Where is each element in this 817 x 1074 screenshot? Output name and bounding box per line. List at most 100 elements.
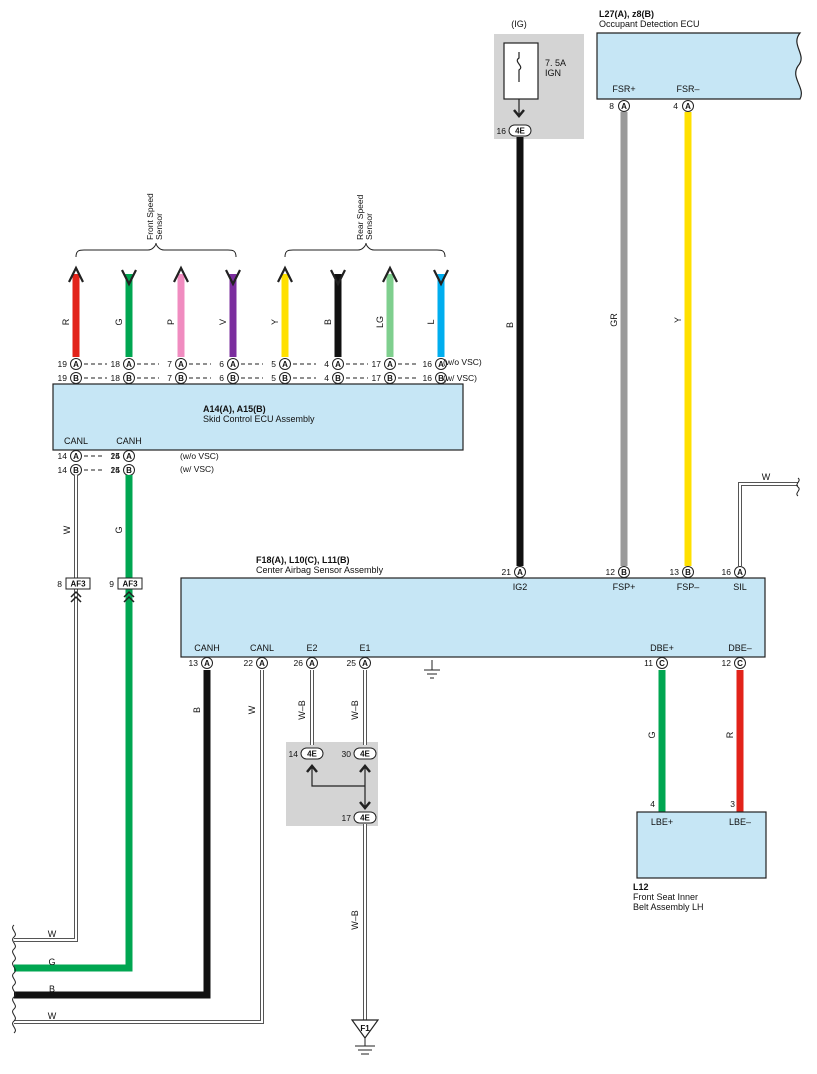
odc-name: Occupant Detection ECU (599, 19, 700, 29)
airbag-fsp-plus-label: FSP+ (613, 582, 636, 592)
sensor-fr-minus-b-pin-letter: B (230, 374, 236, 383)
airbag-fsp-plus-pin (618, 566, 630, 578)
sensor-rr-plus-a-pin-letter: A (387, 360, 393, 369)
airbag-fsp-plus-num: 12 (606, 567, 616, 577)
sensor-rl-minus-b-pin-letter: B (335, 374, 341, 383)
sensor-fr-plus-b-pin-letter: B (178, 374, 184, 383)
airbag-ref: F18(A), L10(C), L11(B) (256, 555, 350, 565)
sensor-rr-plus-arrow-icon (382, 265, 398, 283)
odc-ref: L27(A), z8(B) (599, 9, 654, 19)
fuse-name: IGN (545, 68, 561, 78)
odc-pin-conn-2: A (685, 102, 691, 111)
skid-name: Skid Control ECU Assembly (203, 414, 315, 424)
left-g: G (48, 957, 55, 967)
fuse-rating: 7. 5A (545, 58, 566, 68)
skid-canh-b-pin-letter: B (126, 466, 132, 475)
wire-break-icon (12, 924, 16, 1034)
airbag-canl-label: CANL (250, 643, 274, 653)
airbag-canh-pin-letter: A (204, 659, 210, 668)
sensor-rl-plus-a-pin-letter: A (282, 360, 288, 369)
airbag-sil-pin (734, 566, 746, 578)
belt-pin-num-2: 3 (730, 799, 735, 809)
skid-can-wo-vsc: (w/o VSC) (180, 451, 219, 461)
sensor-rr-plus-color: LG (375, 316, 385, 328)
sensor-fl-plus-a-pin (70, 358, 82, 370)
airbag-sil-label: SIL (733, 582, 747, 592)
sensor-rl-plus-num-b: 5 (271, 373, 276, 383)
sensor-fl-plus-b-pin-letter: B (73, 374, 79, 383)
center-airbag-sensor: F18(A), L10(C), L11(B) Center Airbag Sen… (180, 555, 766, 679)
sensor-rr-minus-b-pin-letter: B (438, 374, 444, 383)
airbag-canh-pin (201, 657, 213, 669)
junction-p3: 17 (342, 813, 352, 823)
odc-pin-conn-1: A (621, 102, 627, 111)
airbag-e2-pin (306, 657, 318, 669)
airbag-dbe-plus-num: 11 (644, 658, 653, 668)
sensor-rl-minus-color: B (323, 319, 333, 325)
sensor-rl-plus-b-pin-letter: B (282, 374, 288, 383)
left-b: B (49, 984, 55, 994)
airbag-dbe-plus-label: DBE+ (650, 643, 674, 653)
af3-conn-1: AF3 (70, 580, 86, 589)
sensor-fr-plus-a-pin (175, 358, 187, 370)
left-bus: W G B W (12, 924, 57, 1034)
airbag-ig2-pin (514, 566, 526, 578)
sensor-rl-minus-a-pin (332, 358, 344, 370)
wire-e1-label: W–B (350, 700, 360, 720)
skid-w-vsc: (w/ VSC) (443, 373, 477, 383)
skid-control-ecu: A14(A), A15(B) Skid Control ECU Assembly… (52, 357, 482, 474)
sensor-fl-minus-num-b: 18 (111, 373, 121, 383)
occupant-detection-ecu: L27(A), z8(B) Occupant Detection ECU FSR… (596, 9, 802, 112)
ground-f1-icon (350, 1019, 380, 1040)
wire-canh-g (14, 475, 133, 972)
odc-pin-label-2: FSR– (676, 84, 699, 94)
af3-conn-2: AF3 (122, 580, 138, 589)
front-group-label-2: Sensor (154, 213, 164, 240)
af3-num-1: 8 (57, 579, 62, 589)
af3-connectors: AF3 8 AF3 9 (57, 577, 143, 603)
sensor-fl-minus-a-pin-letter: A (126, 360, 132, 369)
sensor-fl-minus-num-a: 18 (111, 359, 121, 369)
sensor-fr-minus-color: V (218, 319, 228, 325)
sensor-fr-plus-color: P (166, 319, 176, 325)
sensor-fr-plus-num-a: 7 (167, 359, 172, 369)
sensor-fl-plus-num-a: 19 (58, 359, 68, 369)
wire-gr-label: GR (609, 313, 619, 327)
belt-pin-label-1: LBE+ (651, 817, 673, 827)
junction-conn-2: 4E (360, 750, 370, 759)
airbag-canl-pin (256, 657, 268, 669)
sensor-fr-minus-num-b: 6 (219, 373, 224, 383)
sensor-rl-minus-num-b: 4 (324, 373, 329, 383)
airbag-dbe-minus-label: DBE– (728, 643, 752, 653)
skid-can-remote-num: 25 (111, 451, 121, 461)
airbag-e1-num: 25 (347, 658, 357, 668)
sensor-fr-minus-a-pin (227, 358, 239, 370)
wire-dbe-plus-label: G (647, 731, 657, 738)
speed-sensor-groups: Front Speed Sensor Rear Speed Sensor (75, 193, 446, 258)
sensor-fl-minus-arrow-icon (121, 269, 137, 287)
ground-icon (424, 660, 440, 679)
sensor-rl-minus-num-a: 4 (324, 359, 329, 369)
airbag-canh-num: 13 (189, 658, 199, 668)
airbag-e1-label: E1 (359, 643, 370, 653)
wire-dbe-minus-label: R (725, 731, 735, 738)
sensor-rr-minus-a-pin (435, 358, 447, 370)
junction-conn-1: 4E (307, 750, 317, 759)
wire-e2-label: W–B (297, 700, 307, 720)
airbag-dbe-plus-pin-letter: C (659, 659, 665, 668)
sensor-fr-minus-arrow-icon (225, 269, 241, 287)
skid-canl-a-pin (70, 450, 82, 462)
junction-p2: 30 (342, 749, 352, 759)
sensor-fr-plus-num-b: 7 (167, 373, 172, 383)
skid-canl-a-pin-letter: A (73, 452, 79, 461)
rear-group-label-2: Sensor (364, 213, 374, 240)
airbag-sil-pin-letter: A (737, 568, 743, 577)
sensor-fr-minus-a-pin-letter: A (230, 360, 236, 369)
fuse-icon (516, 52, 522, 82)
sensor-rr-minus-a-pin-letter: A (438, 360, 444, 369)
belt-pin-label-2: LBE– (729, 817, 751, 827)
airbag-dbe-minus-pin-letter: C (737, 659, 743, 668)
wire-canl-w (14, 475, 78, 942)
